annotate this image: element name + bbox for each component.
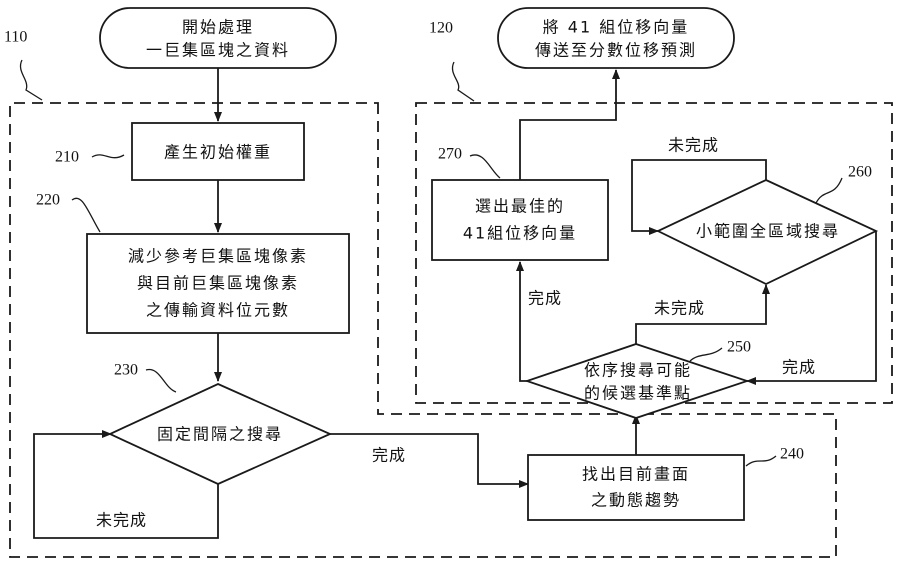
- leader-240: [745, 455, 777, 467]
- send-terminator: 將 41 組位移向量 傳送至分數位移預測: [497, 7, 735, 69]
- step-210-box: 產生初始權重: [131, 122, 305, 181]
- ref-230: 230: [114, 362, 138, 379]
- ref-110: 110: [4, 29, 27, 46]
- edge-label-260-not-done: 未完成: [668, 136, 719, 155]
- edge-label-230-done: 完成: [372, 446, 406, 465]
- svg-text:小範圍全區域搜尋: 小範圍全區域搜尋: [696, 222, 840, 241]
- leader-260: [815, 177, 843, 204]
- ref-250: 250: [727, 339, 751, 356]
- svg-text:的候選基準點: 的候選基準點: [584, 384, 692, 403]
- leader-220: [71, 197, 101, 233]
- start-terminator: 開始處理 一巨集區塊之資料: [99, 7, 337, 69]
- edge-label-260-done: 完成: [782, 358, 816, 377]
- svg-text:產生初始權重: 產生初始權重: [164, 143, 272, 162]
- svg-text:固定間隔之搜尋: 固定間隔之搜尋: [157, 425, 283, 444]
- leader-230: [145, 368, 177, 393]
- ref-210: 210: [55, 149, 79, 166]
- leader-120: [451, 61, 475, 102]
- svg-text:依序搜尋可能: 依序搜尋可能: [584, 361, 692, 380]
- svg-text:41組位移向量: 41組位移向量: [463, 224, 577, 243]
- step-240-box: 找出目前畫面 之動態趨勢: [527, 454, 745, 521]
- leader-250: [689, 347, 723, 362]
- edge-label-230-not-done: 未完成: [96, 511, 147, 530]
- svg-text:之動態趨勢: 之動態趨勢: [591, 491, 681, 510]
- svg-text:選出最佳的: 選出最佳的: [475, 197, 565, 216]
- leader-110: [19, 59, 43, 101]
- leader-210: [91, 154, 125, 159]
- ref-240: 240: [780, 446, 804, 463]
- edge-label-250-done: 完成: [528, 289, 562, 308]
- svg-text:開始處理: 開始處理: [182, 18, 254, 37]
- svg-text:減少參考巨集區塊像素: 減少參考巨集區塊像素: [128, 247, 308, 266]
- svg-text:找出目前畫面: 找出目前畫面: [582, 465, 690, 484]
- svg-text:將 41 組位移向量: 將 41 組位移向量: [543, 18, 690, 37]
- edge-label-250-not-done: 未完成: [654, 299, 705, 318]
- ref-260: 260: [848, 164, 872, 181]
- ref-220: 220: [36, 192, 60, 209]
- svg-text:一巨集區塊之資料: 一巨集區塊之資料: [146, 41, 290, 60]
- step-270-box: 選出最佳的 41組位移向量: [431, 179, 609, 261]
- svg-text:之傳輸資料位元數: 之傳輸資料位元數: [146, 301, 290, 320]
- leader-270: [469, 154, 501, 179]
- step-260-decision: 小範圍全區域搜尋: [655, 179, 879, 286]
- ref-270: 270: [438, 146, 462, 163]
- module-110-boundary: [9, 102, 837, 558]
- step-250-decision: 依序搜尋可能 的候選基準點: [524, 343, 750, 419]
- step-230-decision: 固定間隔之搜尋: [107, 383, 333, 485]
- step-220-box: 減少參考巨集區塊像素 與目前巨集區塊像素 之傳輸資料位元數: [86, 233, 350, 334]
- ref-120: 120: [429, 20, 453, 37]
- svg-text:與目前巨集區塊像素: 與目前巨集區塊像素: [137, 274, 299, 293]
- svg-text:傳送至分數位移預測: 傳送至分數位移預測: [535, 41, 697, 60]
